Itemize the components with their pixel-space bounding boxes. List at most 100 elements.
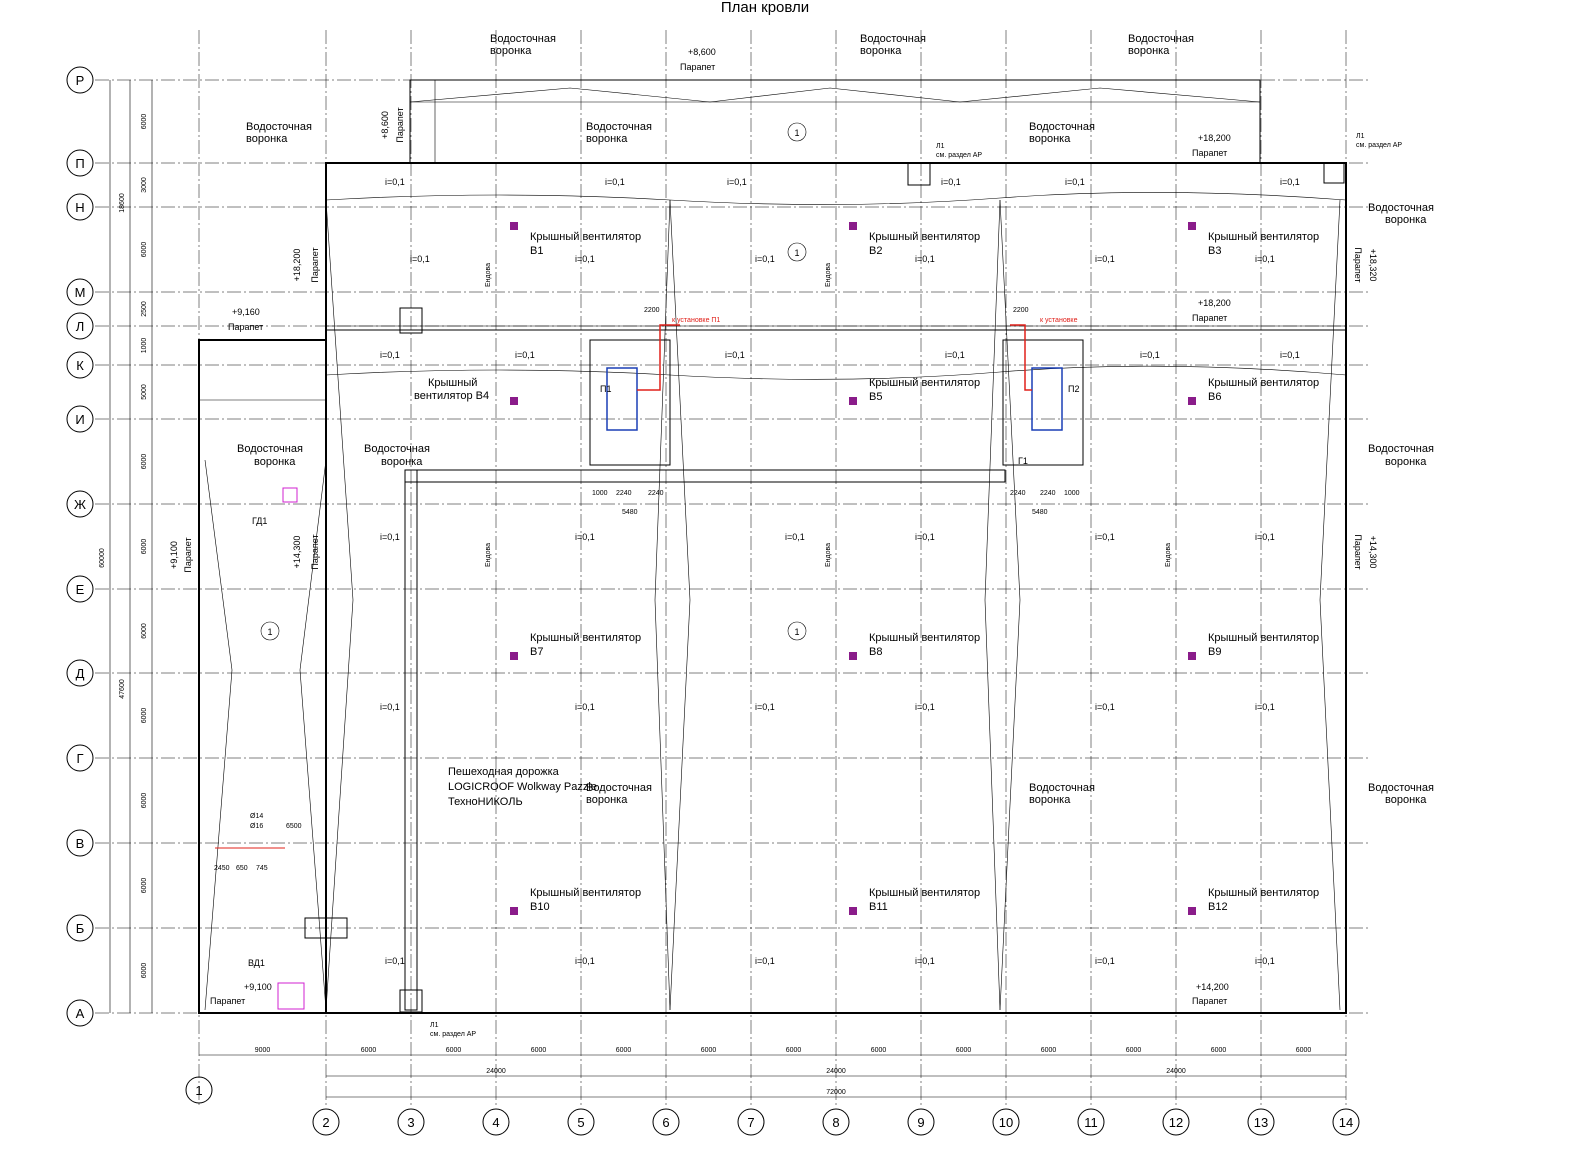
walkway-label-1: Пешеходная дорожка — [448, 766, 560, 778]
row-dim-10: 6000 — [141, 793, 148, 809]
col-dim-9: 6000 — [1041, 1047, 1057, 1054]
dimension-labels: 6000300060002500100050006000600060006000… — [99, 80, 1346, 1098]
drain-label-13a: Водосточная — [1368, 782, 1434, 794]
slope-label-19: i=0,1 — [575, 532, 595, 542]
fan-label-b9: Крышный вентилятор — [1208, 632, 1319, 644]
svg-text:М: М — [75, 285, 86, 300]
axis-row-13: А — [66, 999, 94, 1027]
fan-symbol-6 — [510, 652, 518, 660]
svg-text:Д: Д — [76, 666, 85, 681]
svg-text:13: 13 — [1254, 1115, 1268, 1130]
parapet-label-v4: Парапет — [310, 534, 320, 569]
equip-width-r: 5480 — [1032, 509, 1048, 516]
fan-label-b2: Крышный вентилятор — [869, 231, 980, 243]
fan-symbol-3 — [510, 397, 518, 405]
walkway-label-2: LOGICROOF Wolkway Pazzle — [448, 781, 597, 793]
fan-id-b2: В2 — [869, 245, 882, 257]
axis-col-8: 9 — [907, 1108, 935, 1136]
svg-text:6000: 6000 — [141, 963, 148, 979]
unit-g1: Г1 — [1018, 456, 1028, 466]
axis-col-9: 10 — [992, 1108, 1020, 1136]
svg-text:1: 1 — [794, 248, 799, 258]
slope-label-29: i=0,1 — [1255, 702, 1275, 712]
fan-label-b10: Крышный вентилятор — [530, 887, 641, 899]
axis-col-11: 12 — [1162, 1108, 1190, 1136]
svg-text:6000: 6000 — [141, 708, 148, 724]
axis-row-11: В — [66, 829, 94, 857]
slope-label-12: i=0,1 — [380, 350, 400, 360]
elevation-9100-v: +9,100 — [169, 541, 179, 569]
drain-label-12a: Водосточная — [1029, 782, 1095, 794]
slope-label-20: i=0,1 — [785, 532, 805, 542]
fan-symbol-4 — [849, 397, 857, 405]
unit-p2: П2 — [1068, 384, 1079, 394]
drain-label-10b: воронка — [1385, 456, 1427, 468]
parapet-label-a: Парапет — [1192, 148, 1227, 158]
axis-col-0: 1 — [185, 1076, 213, 1104]
row-dim-2: 6000 — [141, 242, 148, 258]
dim-2200-r: 2200 — [1013, 307, 1029, 314]
parapet-label-v5: Парапет — [1353, 247, 1363, 282]
drain-label-13b: воронка — [1385, 794, 1427, 806]
slope-label-35: i=0,1 — [1255, 956, 1275, 966]
slope-label-15: i=0,1 — [945, 350, 965, 360]
svg-text:12: 12 — [1169, 1115, 1183, 1130]
slope-label-9: i=0,1 — [915, 254, 935, 264]
walkway-label-3: ТехноНИКОЛЬ — [448, 796, 523, 808]
slope-label-27: i=0,1 — [915, 702, 935, 712]
slope-label-4: i=0,1 — [1065, 177, 1085, 187]
fan-id-b5: В5 — [869, 391, 882, 403]
fan-id-b7: В7 — [530, 646, 543, 658]
drain-label-12b: воронка — [1029, 794, 1071, 806]
ladder-note-2: см. раздел АР — [1356, 142, 1402, 149]
slope-label-1: i=0,1 — [605, 177, 625, 187]
valley-label-5: Ендова — [1165, 543, 1172, 567]
equip-dim-l2: 2240 — [616, 490, 632, 497]
fan-id-b1: В1 — [530, 245, 543, 257]
equip-dim-l1: 1000 — [592, 490, 608, 497]
axis-col-3: 4 — [482, 1108, 510, 1136]
slope-label-33: i=0,1 — [915, 956, 935, 966]
plan-title: План кровли — [721, 0, 809, 16]
slope-label-6: i=0,1 — [410, 254, 430, 264]
fan-id-b6: В6 — [1208, 391, 1221, 403]
pipe-label-6: 745 — [256, 865, 268, 872]
axis-col-12: 13 — [1247, 1108, 1275, 1136]
svg-text:Н: Н — [75, 200, 84, 215]
col-dim-7: 6000 — [871, 1047, 887, 1054]
elevation-18200-b: +18,200 — [1198, 298, 1231, 308]
slope-label-7: i=0,1 — [575, 254, 595, 264]
row-dim-8: 6000 — [141, 623, 148, 639]
svg-text:8: 8 — [832, 1115, 839, 1130]
ladder-label-2: Л1 — [1356, 133, 1365, 140]
elevation-18200-v: +18,200 — [292, 249, 302, 282]
row-dim-9: 6000 — [141, 708, 148, 724]
svg-text:И: И — [75, 412, 84, 427]
fan-symbol-2 — [1188, 222, 1196, 230]
valley-label-1: Ендова — [485, 263, 492, 287]
drain-label-7a: Водосточная — [1368, 202, 1434, 214]
annotations: Водосточная воронка Водосточная воронка … — [169, 33, 1434, 1038]
drain-label-6a: Водосточная — [1029, 121, 1095, 133]
slope-label-2: i=0,1 — [727, 177, 747, 187]
slope-label-0: i=0,1 — [385, 177, 405, 187]
svg-text:18600: 18600 — [119, 193, 126, 213]
fan-label-b4b: вентилятор В4 — [414, 390, 489, 402]
drain-label-4a: Водосточная — [246, 121, 312, 133]
dim-2200-l: 2200 — [644, 307, 660, 314]
drain-label-7b: воронка — [1385, 214, 1427, 226]
drain-label-11b: воронка — [586, 794, 628, 806]
axis-row-7: Ж — [66, 490, 94, 518]
svg-text:3: 3 — [407, 1115, 414, 1130]
svg-text:К: К — [76, 358, 84, 373]
unit-vd1: ВД1 — [248, 958, 265, 968]
drain-label-5b: воронка — [586, 133, 628, 145]
svg-text:А: А — [76, 1006, 85, 1021]
col-dim-10: 6000 — [1126, 1047, 1142, 1054]
fan-id-b3: В3 — [1208, 245, 1221, 257]
axis-row-4: Л — [66, 312, 94, 340]
parapet-label-b: Парапет — [1192, 313, 1227, 323]
pipe-label-3: 6500 — [286, 823, 302, 830]
col-dim-8: 6000 — [956, 1047, 972, 1054]
